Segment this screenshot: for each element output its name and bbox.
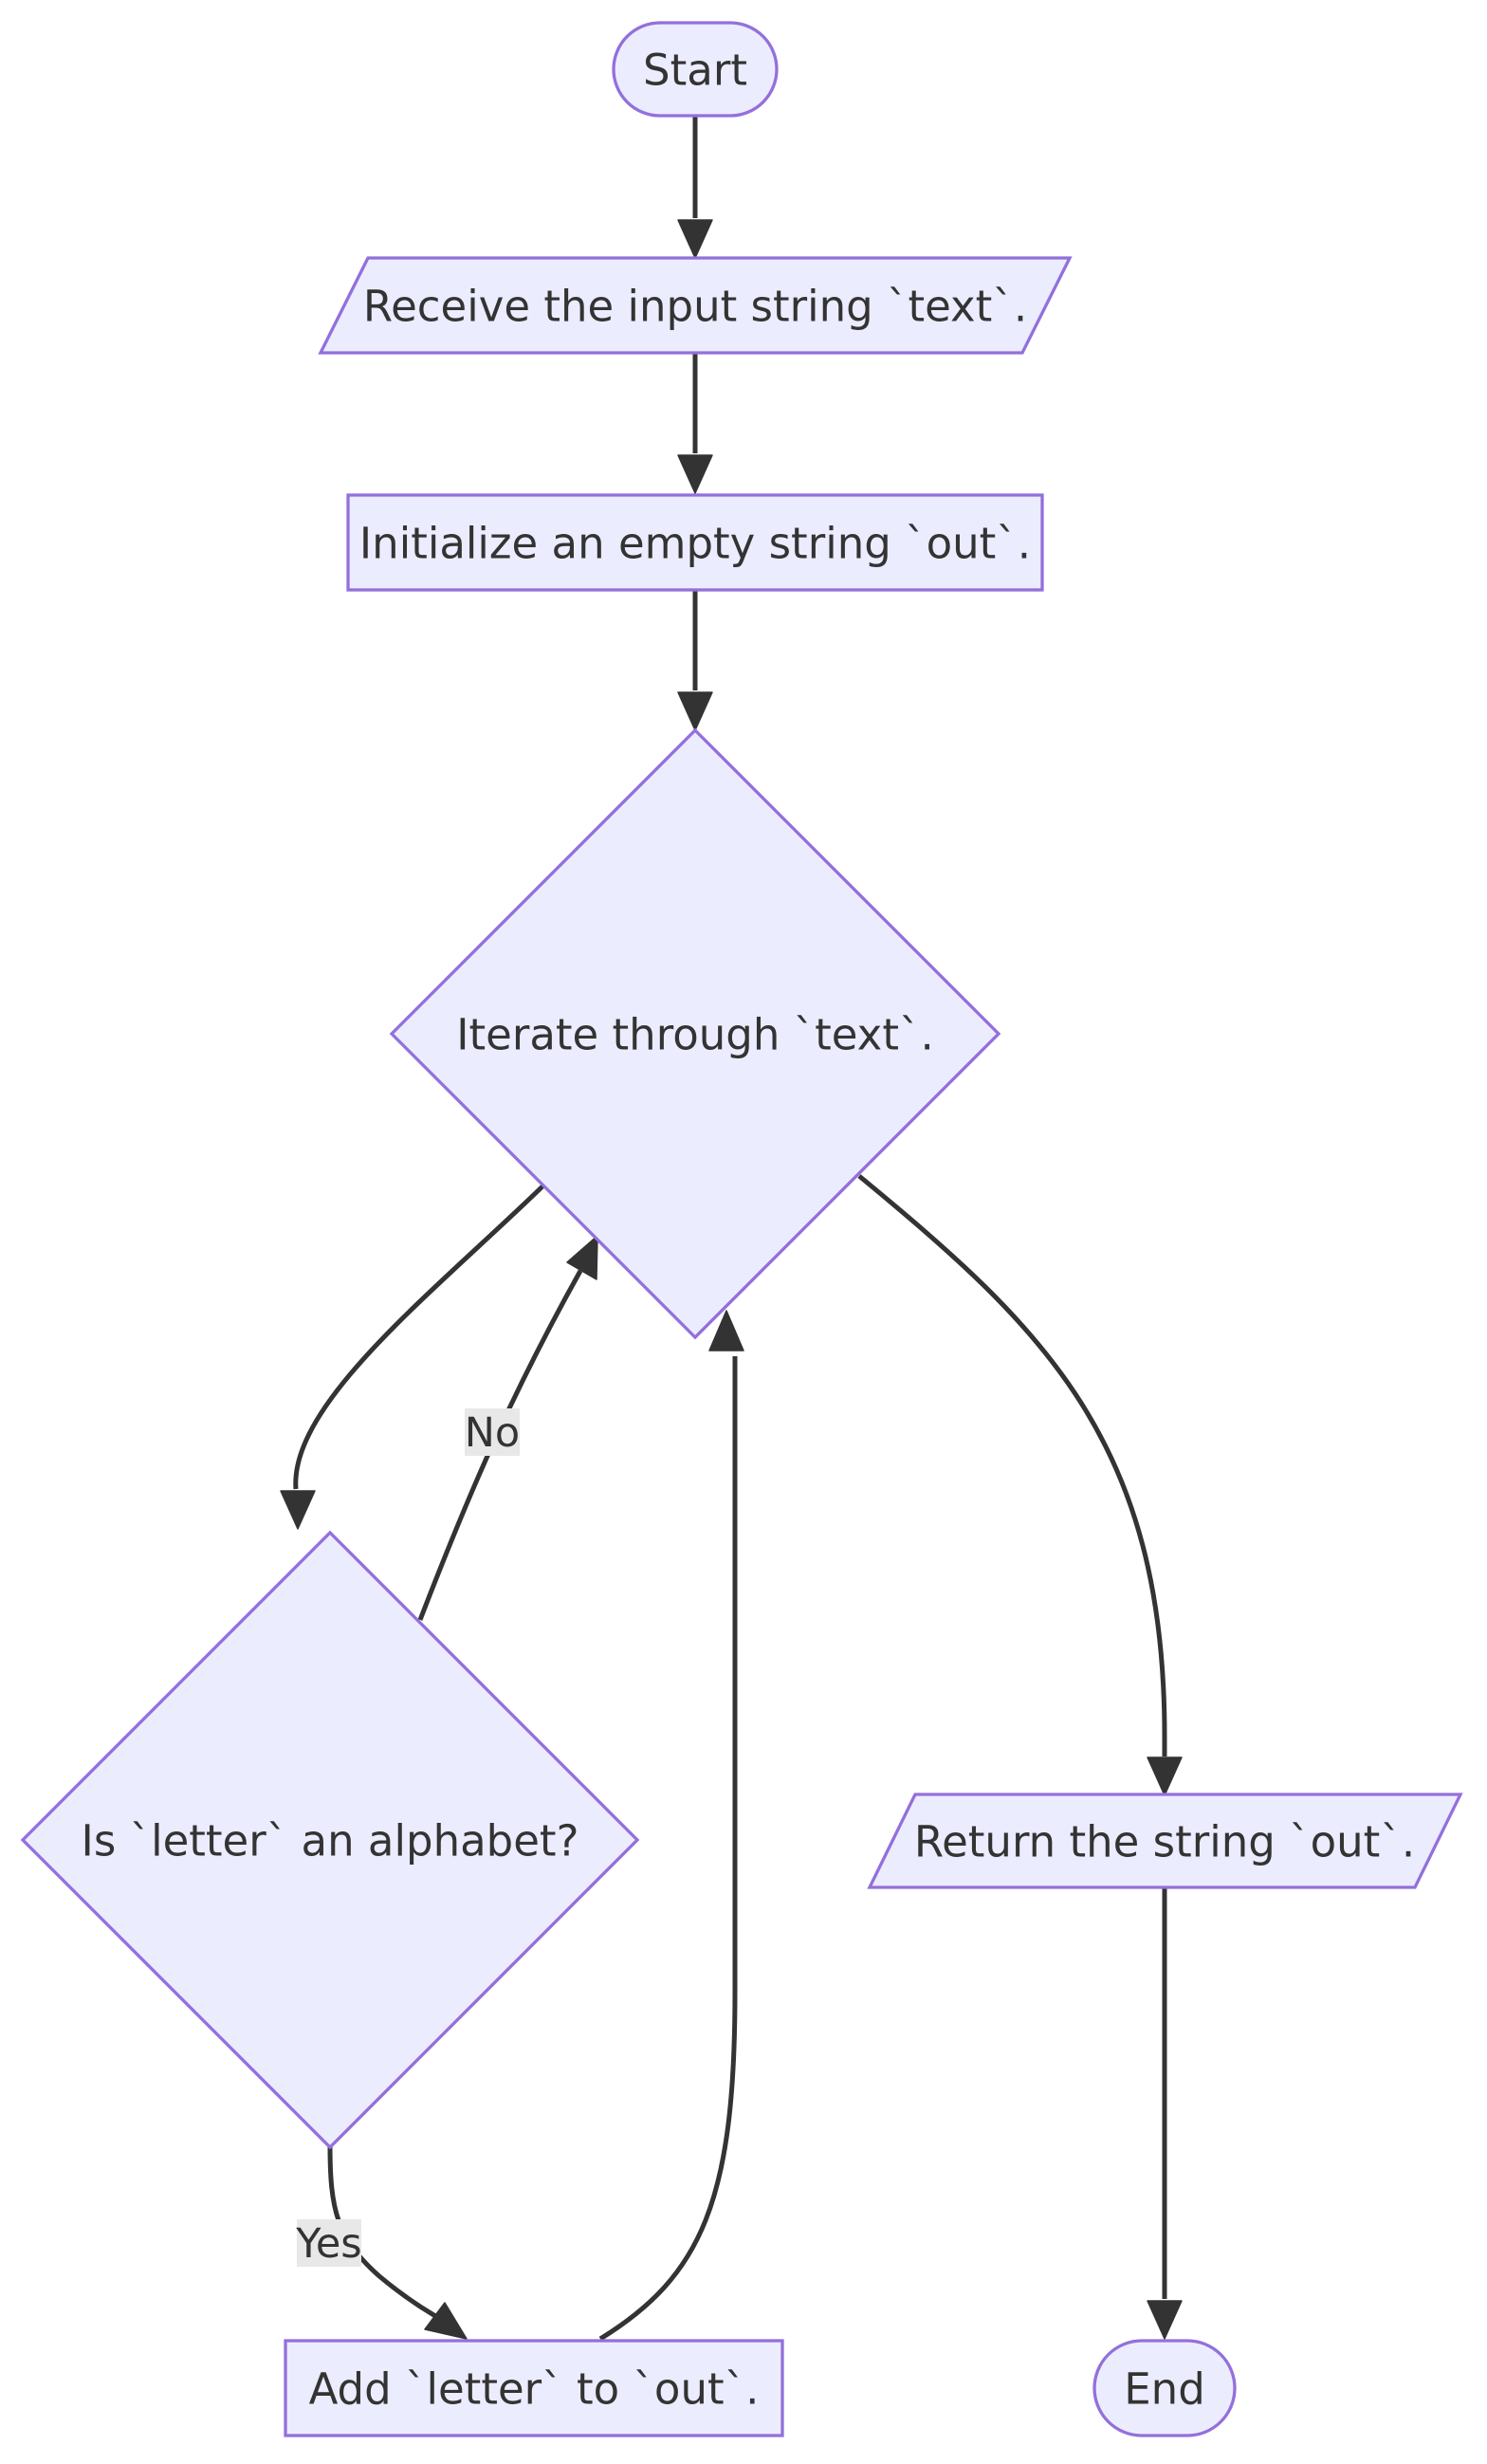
arrow-head — [424, 2302, 468, 2340]
edge-label-yes-text: Yes — [295, 2220, 361, 2268]
arrow-head — [677, 454, 713, 494]
node-return-out: Return the string `out`. — [867, 1793, 1463, 1889]
node-end-label: End — [1124, 2364, 1205, 2415]
arrow-head — [677, 691, 713, 731]
node-receive-input: Receive the input string `text`. — [318, 256, 1073, 355]
edge-label-yes: Yes — [295, 2219, 362, 2268]
edge-is-alpha-yes-to-add — [327, 2144, 448, 2325]
edge-add-to-iterate — [598, 1356, 738, 2342]
node-is-alpha-label: Is `letter` an alphabet? — [82, 1816, 579, 1866]
arrow-head — [708, 1310, 744, 1352]
edge-iterate-to-return — [857, 1174, 1167, 1756]
node-init-out-label: Initialize an empty string `out`. — [359, 519, 1031, 569]
node-is-alpha: Is `letter` an alphabet? — [20, 1530, 640, 2150]
arrow-head — [1147, 1756, 1183, 1796]
node-init-out: Initialize an empty string `out`. — [346, 493, 1044, 592]
arrow-head — [566, 1235, 598, 1280]
arrow-head — [280, 1490, 316, 1530]
arrow-head — [677, 219, 713, 259]
node-add-letter: Add `letter` to `out`. — [284, 2339, 784, 2437]
node-end: End — [1092, 2339, 1237, 2437]
node-start-label: Start — [643, 46, 747, 96]
node-start: Start — [612, 21, 779, 118]
edge-label-no: No — [465, 1408, 520, 1457]
node-receive-input-label: Receive the input string `text`. — [363, 282, 1027, 332]
node-iterate: Iterate through `text`. — [389, 727, 1001, 1340]
node-add-letter-label: Add `letter` to `out`. — [309, 2364, 760, 2415]
edge-iterate-to-is-alpha — [293, 1184, 545, 1490]
node-return-out-label: Return the string `out`. — [914, 1817, 1415, 1867]
node-iterate-label: Iterate through `text`. — [456, 1010, 934, 1060]
edge-label-no-text: No — [465, 1409, 520, 1457]
arrow-head — [1147, 2300, 1183, 2340]
